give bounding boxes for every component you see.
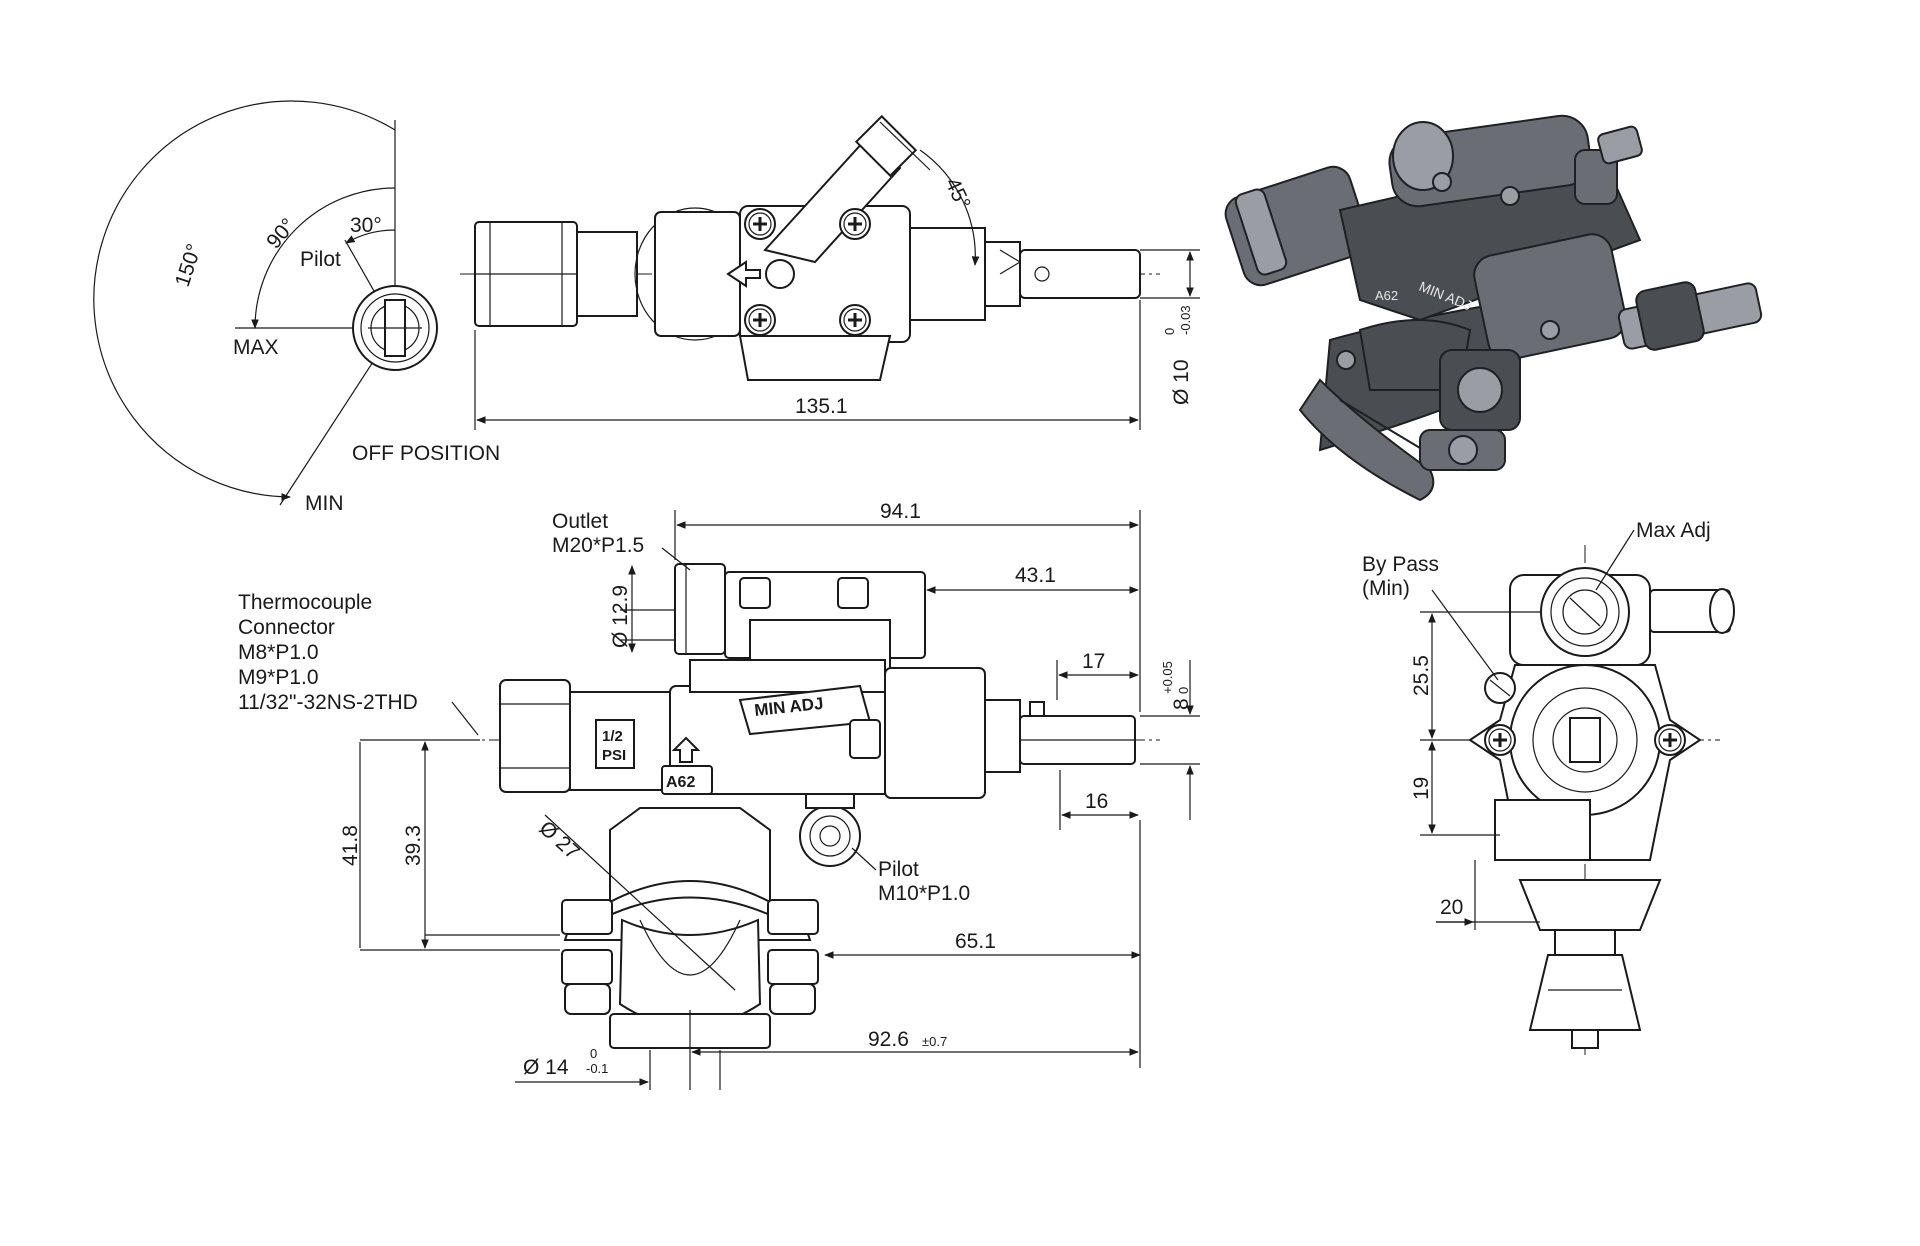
pilot-thread-label: M10*P1.0 (878, 882, 970, 905)
side-view-dimensions: 25.5 19 20 By Pass (Min) Max Adj (1362, 519, 1711, 930)
bypass-label-line-2: (Min) (1362, 577, 1410, 600)
front-psi-bottom: PSI (602, 747, 626, 764)
dim-8-tolerance-lower: 0 (1176, 687, 1191, 694)
dim-27-label: Ø 27 (535, 817, 584, 865)
angle-90-label: 90° (262, 214, 300, 253)
valve-top-view: 45° (460, 114, 1160, 381)
thermocouple-line-3: M8*P1.0 (238, 641, 319, 664)
outlet-title-label: Outlet (552, 510, 608, 533)
dim-92-6-tolerance: ±0.7 (922, 1034, 947, 1049)
dim-94-1-label: 94.1 (880, 500, 921, 523)
dim-14-tolerance-upper: 0 (590, 1046, 597, 1061)
dim-39-3-label: 39.3 (402, 825, 425, 866)
dim-14-tolerance-lower: -0.1 (586, 1061, 608, 1076)
valve-isometric-render: MIN ADJ A62 (1224, 114, 1763, 502)
front-psi-top: 1/2 (602, 728, 623, 745)
dim-92-6-label: 92.6 (868, 1028, 909, 1051)
top-view-dimensions: 135.1 Ø 10 0 -0.03 (474, 249, 1200, 430)
angle-150-label: 150° (171, 241, 206, 289)
thermocouple-line-4: M9*P1.0 (238, 666, 319, 689)
dim-8-tolerance-upper: +0.05 (1160, 661, 1175, 694)
shaft-diameter-label: Ø 10 (1170, 359, 1193, 405)
iso-a62-label: A62 (1375, 288, 1398, 303)
shaft-tolerance-upper: 0 (1162, 328, 1177, 335)
dim-14-label: Ø 14 (523, 1056, 569, 1079)
valve-front-view: MIN ADJ 1/2 PSI A62 (460, 563, 1160, 1049)
dim-20-label: 20 (1440, 896, 1463, 919)
dim-25-5-label: 25.5 (1410, 655, 1433, 696)
dim-16-label: 16 (1085, 790, 1108, 813)
dim-8-label: 8 (1170, 698, 1193, 710)
thermocouple-line-5: 11/32"-32NS-2THD (238, 691, 418, 714)
dim-65-1-label: 65.1 (955, 930, 996, 953)
length-135-1-label: 135.1 (795, 395, 848, 418)
front-a62-label: A62 (666, 774, 695, 791)
thermocouple-line-1: Thermocouple (238, 591, 372, 614)
thermocouple-line-2: Connector (238, 616, 335, 639)
outlet-thread-label: M20*P1.5 (552, 534, 644, 557)
angle-30-label: 30° (350, 214, 382, 237)
angle-45-label: 45° (940, 174, 974, 213)
bypass-label-line-1: By Pass (1362, 553, 1439, 576)
valve-side-view (1425, 545, 1735, 1055)
max-adj-label: Max Adj (1636, 519, 1711, 542)
front-view-dimensions: 94.1 43.1 17 8 +0.05 0 16 41.8 39.3 Ø 27… (238, 500, 1200, 1090)
pilot-title-label: Pilot (878, 858, 919, 881)
knob-angle-diagram: 150° 90° 30° Pilot MAX MIN OFF POSITION (93, 100, 500, 515)
pilot-position-label: Pilot (300, 248, 341, 271)
outlet-diameter-label: Ø 12.9 (609, 585, 632, 648)
min-position-label: MIN (305, 492, 344, 515)
max-position-label: MAX (233, 336, 279, 359)
knob-spindle-end (352, 285, 438, 371)
off-position-label: OFF POSITION (352, 442, 500, 465)
dim-41-8-label: 41.8 (339, 825, 362, 866)
shaft-tolerance-lower: -0.03 (1178, 305, 1193, 335)
dim-19-label: 19 (1410, 777, 1433, 800)
dim-43-1-label: 43.1 (1015, 564, 1056, 587)
dim-17-label: 17 (1082, 650, 1105, 673)
